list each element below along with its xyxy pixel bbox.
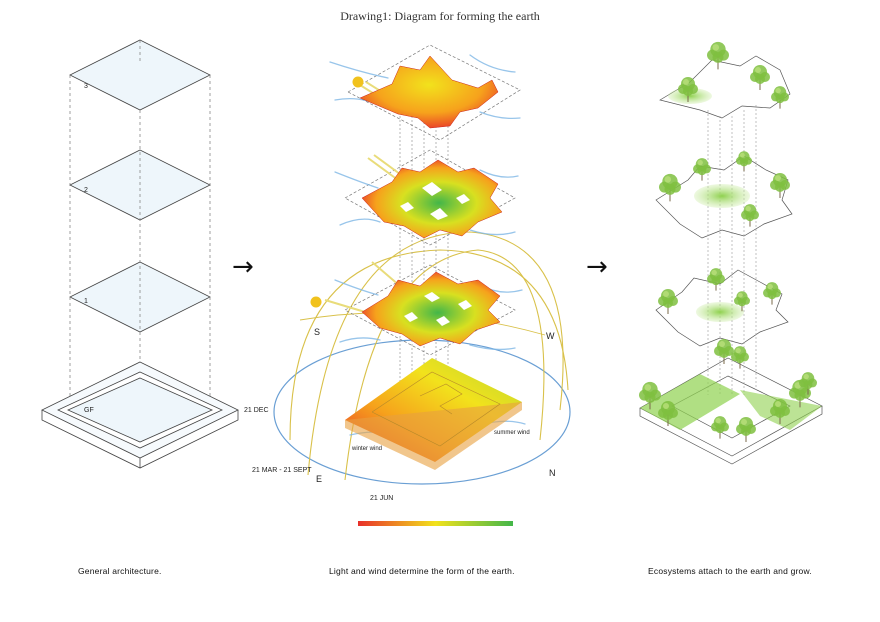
tree-icon	[658, 401, 678, 426]
floor-label-3: 3	[84, 83, 88, 90]
date-label-equinox: 21 MAR - 21 SEPT	[252, 467, 312, 474]
tree-icon	[711, 416, 729, 439]
slab-1-openings	[404, 292, 472, 326]
heatmap-ground-floor	[345, 358, 522, 470]
direction-east: E	[316, 474, 322, 484]
architecture-panel	[41, 39, 239, 469]
sun-arc-jun	[344, 249, 545, 481]
heatmap-slab-3	[359, 55, 499, 129]
direction-south: S	[314, 327, 320, 337]
tree-icon	[714, 339, 734, 364]
direction-west: W	[546, 331, 555, 341]
tree-icon	[799, 372, 817, 395]
tree-icon	[693, 158, 711, 181]
direction-north: N	[549, 468, 556, 478]
ground-floor-frame	[41, 361, 239, 469]
slab-2-openings	[400, 182, 470, 220]
caption-ecosystems: Ecosystems attach to the earth and grow.	[648, 566, 812, 576]
tree-icon	[750, 65, 770, 90]
ecosystems-panel	[639, 41, 823, 465]
tree-icon	[678, 77, 698, 102]
caption-architecture: General architecture.	[78, 566, 162, 576]
date-label-jun: 21 JUN	[370, 495, 393, 502]
wind-label-winter: winter wind	[351, 446, 382, 452]
sun-icon	[310, 296, 322, 308]
sun-arc-dec	[289, 249, 569, 441]
tree-icon	[639, 381, 661, 410]
tree-icon	[741, 204, 759, 227]
arrow-right-1: →	[232, 252, 254, 282]
tree-icon	[763, 282, 781, 305]
light-wind-panel	[273, 44, 571, 526]
sun-icon	[352, 76, 364, 88]
date-label-dec: 21 DEC	[244, 407, 269, 414]
caption-light-wind: Light and wind determine the form of the…	[329, 566, 515, 576]
tree-icon	[736, 151, 752, 172]
tree-icon	[658, 289, 678, 314]
tree-icon	[734, 291, 750, 312]
sun-path-dome	[273, 44, 571, 485]
tree-group	[639, 41, 817, 442]
arrow-right-2: →	[586, 252, 608, 282]
heatmap-slab-2	[361, 159, 503, 239]
floor-3-slab	[69, 39, 211, 111]
tree-icon	[770, 173, 790, 198]
tree-icon	[707, 41, 729, 70]
tree-icon	[736, 417, 756, 442]
gradient-scale-bar	[358, 521, 513, 526]
heatmap-slab-1	[361, 271, 501, 347]
wind-streaks	[329, 54, 526, 439]
floor-label-2: 2	[84, 187, 88, 194]
tree-icon	[770, 399, 790, 424]
tree-icon	[659, 173, 681, 202]
floor-label-1: 1	[84, 298, 88, 305]
diagram-title: Drawing1: Diagram for forming the earth	[340, 9, 540, 23]
tree-icon	[707, 268, 725, 291]
tree-icon	[731, 346, 749, 369]
tree-icon	[771, 86, 789, 109]
wind-label-summer: summer wind	[494, 430, 530, 436]
floor-label-gf: GF	[84, 407, 94, 414]
